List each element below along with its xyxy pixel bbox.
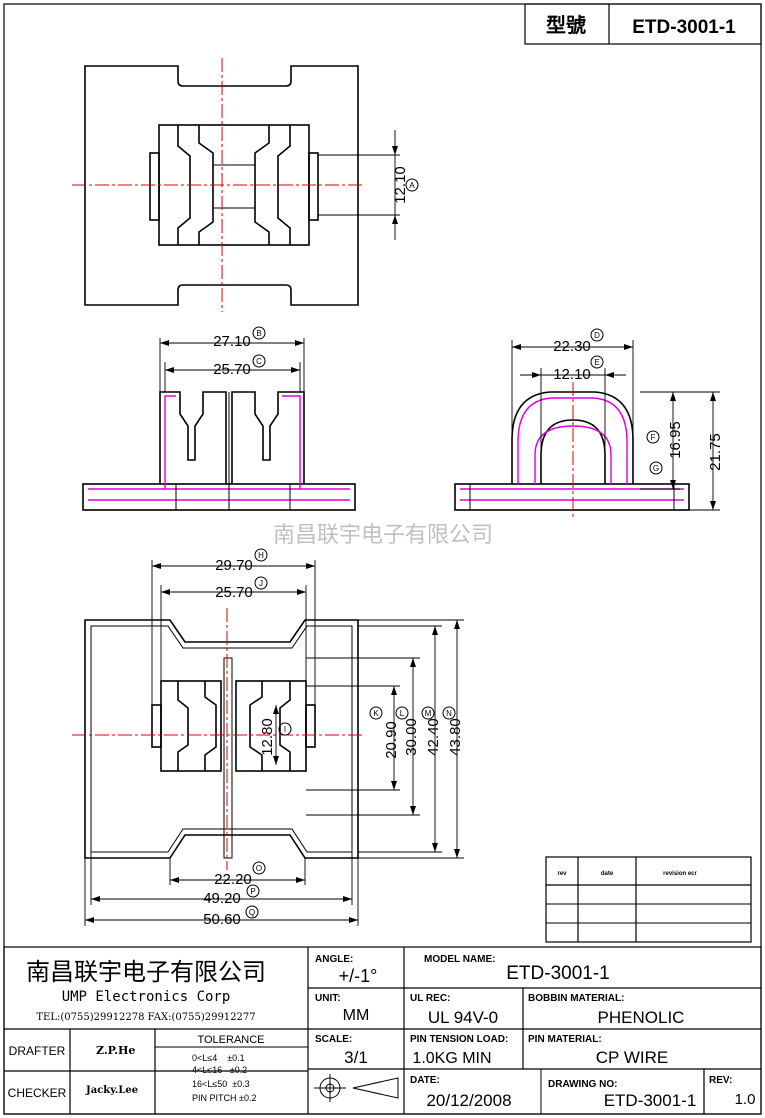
dim-j-value: 25.70	[215, 584, 253, 601]
dim-q-marker: Q	[249, 908, 255, 917]
unit-value: MM	[343, 1007, 370, 1024]
scale-value: 3/1	[344, 1048, 368, 1067]
scale-label: SCALE:	[315, 1034, 352, 1045]
date-label: DATE:	[410, 1075, 440, 1086]
drafter-value: Z.P.He	[96, 1044, 135, 1057]
dim-h-value: 29.70	[215, 557, 253, 574]
dim-l-value: 30.00	[403, 718, 420, 756]
pin-tension-label: PIN TENSION LOAD:	[410, 1034, 508, 1045]
dim-b-marker: B	[256, 329, 261, 338]
unit-label: UNIT:	[315, 993, 341, 1004]
rev-col-ecr: revision ecr	[663, 871, 697, 877]
projection-symbol-icon	[314, 1074, 399, 1102]
dim-g-value: 21.75	[707, 433, 724, 471]
model-header: 型號 ETD-3001-1	[524, 3, 762, 45]
checker-value: Jacky.Lee	[85, 1085, 138, 1096]
rev-label: REV:	[709, 1075, 732, 1086]
model-name-value: ETD-3001-1	[506, 963, 610, 984]
dim-a-value: 12.10	[392, 166, 409, 204]
rev-col-date: date	[601, 871, 614, 877]
rev-value: 1.0	[735, 1091, 756, 1108]
title-block: 南昌联宇电子有限公司 UMP Electronics Corp TEL:(075…	[3, 946, 762, 1115]
dim-m-marker: M	[425, 709, 432, 718]
checker-label: CHECKER	[8, 1086, 67, 1100]
revision-table: rev date revision ecr	[545, 856, 752, 943]
company-name-en: UMP Electronics Corp	[62, 989, 231, 1005]
ul-rec-value: UL 94V-0	[428, 1008, 498, 1027]
bottom-view: 29.70 H 25.70 J 12.80 I 20.90 K 30.00 L	[72, 548, 464, 928]
dim-g-marker: G	[653, 464, 659, 473]
model-header-label: 型號	[546, 13, 586, 37]
ul-rec-label: UL REC:	[410, 993, 450, 1004]
dim-p-marker: P	[250, 887, 255, 896]
rev-col-rev: rev	[557, 871, 567, 877]
dim-h-marker: H	[258, 551, 264, 560]
company-contact: TEL:(0755)29912278 FAX:(0755)29912277	[36, 1012, 255, 1023]
bobbin-material-label: BOBBIN MATERIAL:	[528, 993, 624, 1004]
tolerance-row-4: PIN PITCH ±0.2	[192, 1093, 256, 1103]
drawing-no-label: DRAWING NO:	[548, 1079, 617, 1090]
dim-c-value: 25.70	[213, 361, 251, 378]
drawing-no-value: ETD-3001-1	[604, 1091, 697, 1110]
dim-f-marker: F	[651, 433, 656, 442]
date-value: 20/12/2008	[426, 1091, 511, 1110]
side-view: 22.30 D 12.10 E 16.95 F 21.75 G	[454, 328, 724, 518]
model-name-label: MODEL NAME:	[424, 954, 495, 965]
dim-n-marker: N	[446, 709, 452, 718]
tolerance-row-2: 4<L≤16 ±0.2	[192, 1065, 247, 1075]
dim-a-marker: A	[409, 181, 415, 190]
dim-o-marker: O	[256, 864, 262, 873]
pin-material-value: CP WIRE	[596, 1048, 668, 1067]
angle-value: +/-1°	[339, 966, 378, 986]
dim-k-marker: K	[373, 709, 379, 718]
watermark: 南昌联宇电子有限公司	[273, 522, 493, 547]
dim-o-value: 22.20	[214, 871, 252, 888]
angle-label: ANGLE:	[315, 954, 353, 965]
dim-n-value: 43.80	[447, 718, 464, 756]
dim-j-marker: J	[259, 579, 263, 588]
dim-d-value: 22.30	[553, 338, 591, 355]
company-name-cn: 南昌联宇电子有限公司	[26, 958, 266, 986]
dim-i-value: 12.80	[259, 718, 276, 756]
dim-k-value: 20.90	[383, 721, 400, 759]
tolerance-row-1: 0<L≤4 ±0.1	[192, 1053, 245, 1063]
dim-q-value: 50.60	[203, 911, 241, 928]
model-header-value: ETD-3001-1	[632, 17, 736, 38]
dim-i-marker: I	[284, 725, 286, 734]
dim-b-value: 27.10	[213, 333, 251, 350]
dim-f-value: 16.95	[667, 421, 684, 459]
dim-e-marker: E	[594, 358, 599, 367]
top-view: 12.10 A	[72, 58, 419, 312]
pin-tension-value: 1.0KG MIN	[412, 1050, 491, 1067]
dim-l-marker: L	[400, 709, 405, 718]
dim-d-marker: D	[594, 331, 600, 340]
tolerance-row-3: 16<L≤50 ±0.3	[192, 1079, 250, 1089]
dim-e-value: 12.10	[553, 366, 591, 383]
bobbin-material-value: PHENOLIC	[598, 1008, 685, 1027]
dim-p-value: 49.20	[203, 890, 241, 907]
dim-m-value: 42.40	[425, 718, 442, 756]
dim-c-marker: C	[256, 357, 262, 366]
drafter-label: DRAFTER	[9, 1044, 66, 1058]
front-view: 27.10 B 25.70 C	[82, 326, 356, 511]
tolerance-label: TOLERANCE	[197, 1034, 264, 1046]
pin-material-label: PIN MATERIAL:	[528, 1034, 602, 1045]
